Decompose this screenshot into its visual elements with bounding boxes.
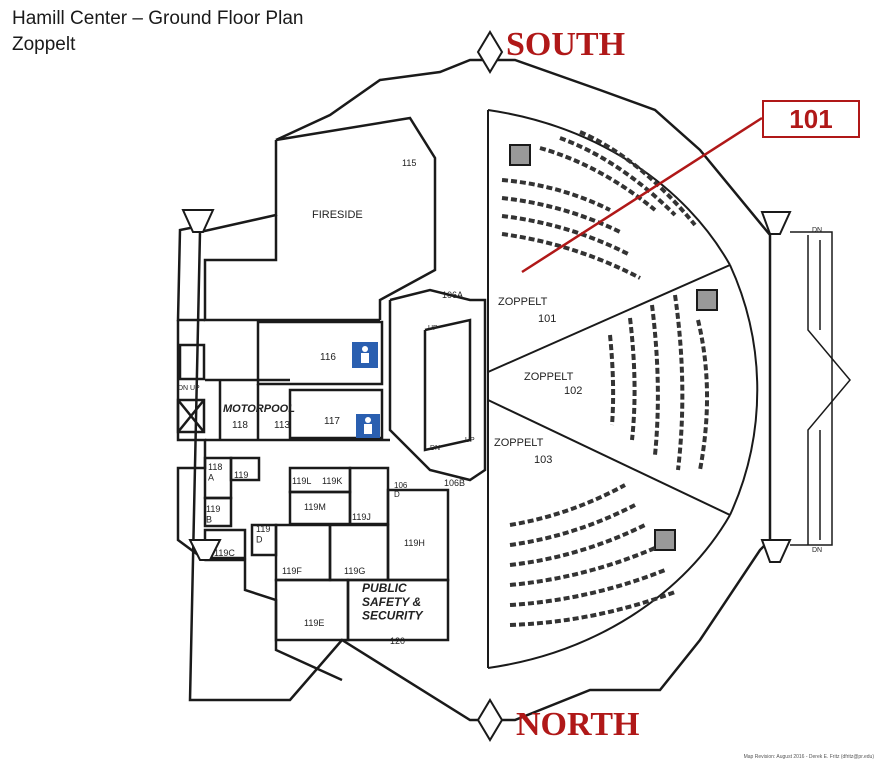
room-motorpool[interactable]: MOTORPOOL bbox=[223, 403, 295, 415]
stair-up-label-2: UP bbox=[465, 437, 475, 444]
seating-rows bbox=[501, 130, 710, 627]
stair-dn-label-east-bottom: DN bbox=[812, 547, 822, 554]
stair-up-label-1: UP bbox=[428, 325, 438, 332]
revision-note: Map Revision: August 2016 - Derek E. Fri… bbox=[743, 754, 874, 760]
compass-north: NORTH bbox=[516, 706, 640, 743]
room-106a[interactable]: 106A bbox=[442, 290, 463, 300]
room-118[interactable]: 118 bbox=[232, 420, 248, 431]
building-walls bbox=[176, 58, 772, 722]
room-116[interactable]: 116 bbox=[320, 352, 336, 363]
restroom-icons bbox=[352, 342, 380, 438]
room-119m[interactable]: 119M bbox=[304, 502, 326, 512]
room-119k[interactable]: 119K bbox=[322, 476, 342, 486]
entrance-markers bbox=[181, 30, 792, 742]
room-102-title[interactable]: ZOPPELT bbox=[524, 371, 574, 383]
room-117[interactable]: 117 bbox=[324, 416, 340, 427]
room-113[interactable]: 113 bbox=[274, 420, 290, 431]
page-subtitle: Zoppelt bbox=[12, 34, 76, 55]
stair-dn-label-east-top: DN bbox=[812, 227, 822, 234]
room-119[interactable]: 119 bbox=[234, 470, 248, 480]
room-119g[interactable]: 119G bbox=[344, 566, 365, 576]
room-fireside[interactable]: FIRESIDE bbox=[312, 209, 363, 221]
room-102[interactable]: 102 bbox=[564, 385, 582, 397]
room-101[interactable]: 101 bbox=[538, 313, 556, 325]
callout-leader-line bbox=[521, 116, 763, 274]
room-119e[interactable]: 119E bbox=[304, 618, 324, 628]
room-115[interactable]: 115 bbox=[402, 158, 416, 168]
room-120[interactable]: 120 bbox=[390, 636, 405, 646]
stair-dn-label-left: DN bbox=[178, 385, 188, 392]
stair-dn-label-1: DN bbox=[430, 445, 440, 452]
room-101-title[interactable]: ZOPPELT bbox=[498, 296, 548, 308]
room-119l[interactable]: 119L bbox=[292, 476, 311, 486]
auditorium-outline bbox=[487, 109, 759, 669]
callout-room-101[interactable]: 101 bbox=[762, 100, 860, 138]
room-103-title[interactable]: ZOPPELT bbox=[494, 437, 544, 449]
room-119c[interactable]: 119C bbox=[214, 548, 235, 558]
stair-up-label-left: UP bbox=[190, 385, 200, 392]
east-stair bbox=[790, 231, 851, 546]
room-119h[interactable]: 119H bbox=[404, 538, 425, 548]
page-title: Hamill Center – Ground Floor Plan bbox=[12, 8, 304, 29]
compass-south: SOUTH bbox=[506, 26, 626, 63]
room-119j[interactable]: 119J bbox=[352, 512, 371, 522]
room-103[interactable]: 103 bbox=[534, 454, 552, 466]
room-106b[interactable]: 106B bbox=[444, 478, 465, 488]
room-119f[interactable]: 119F bbox=[282, 566, 302, 576]
